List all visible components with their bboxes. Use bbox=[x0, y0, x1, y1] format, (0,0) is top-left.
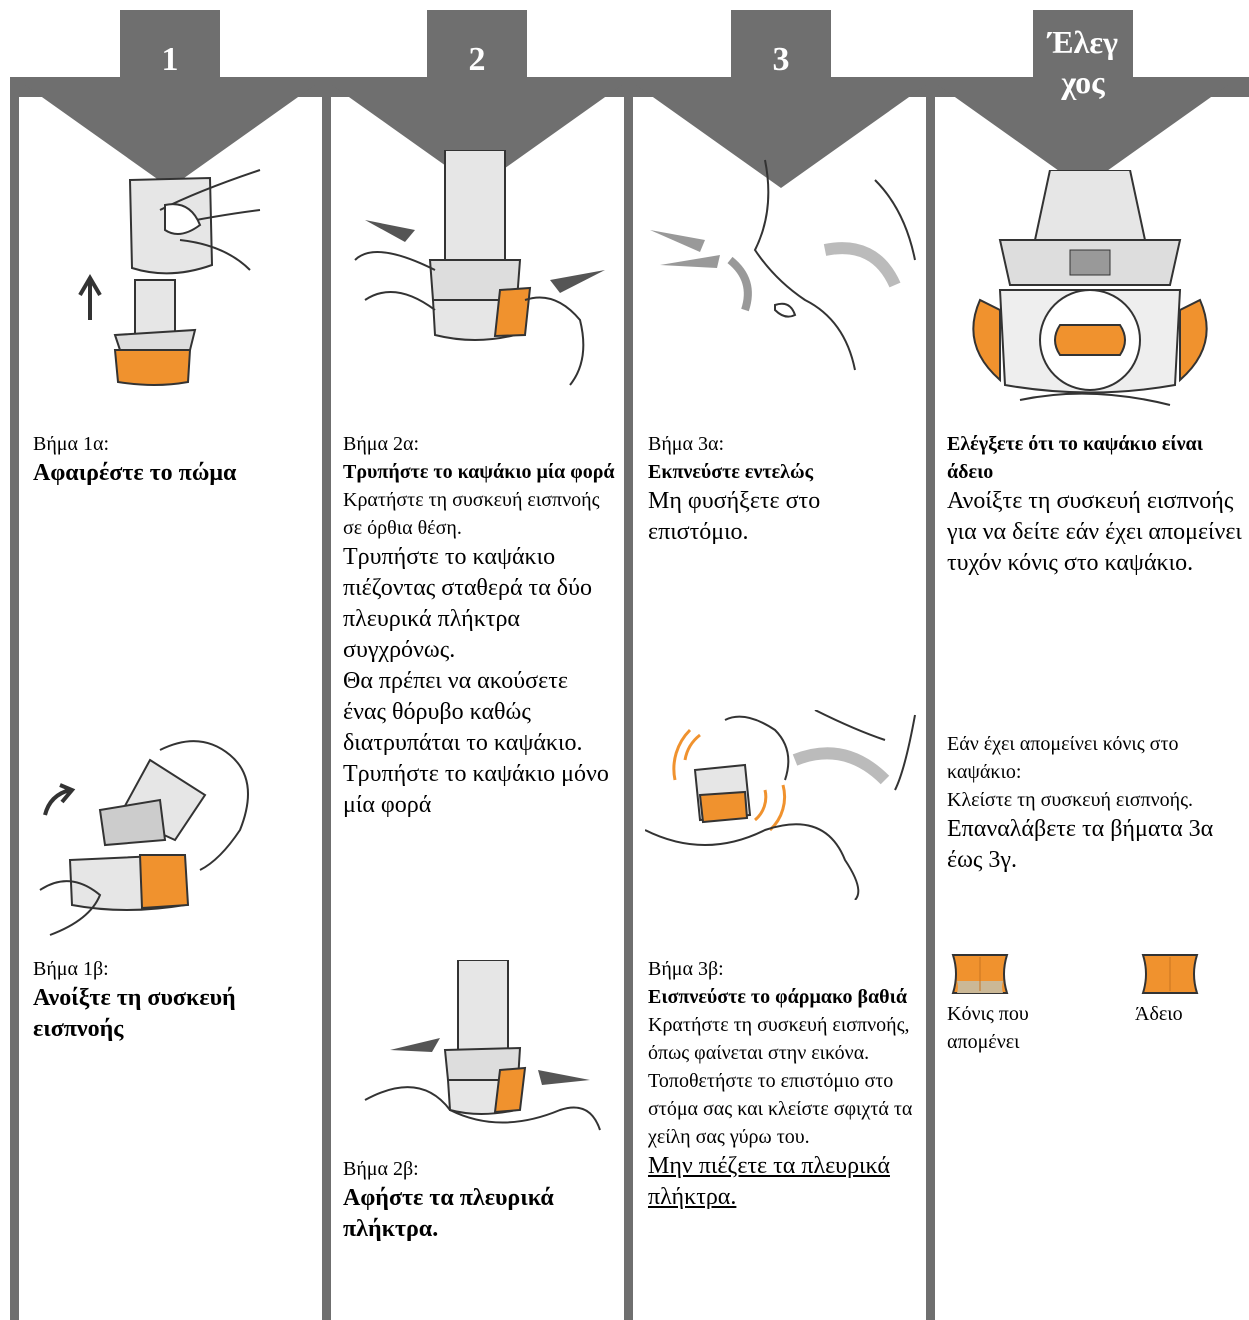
step-label: Βήμα 2β: bbox=[343, 1158, 419, 1180]
step-title: Αφήστε τα πλευρικά πλήκτρα. bbox=[343, 1185, 554, 1242]
step-1a-text: Βήμα 1α: Αφαιρέστε το πώμα bbox=[33, 430, 313, 489]
column-divider bbox=[322, 77, 331, 1320]
step-3b-text: Βήμα 3β: Εισπνεύστε το φάρμακο βαθιά Κρα… bbox=[648, 955, 920, 1213]
step-2b-text: Βήμα 2β: Αφήστε τα πλευρικά πλήκτρα. bbox=[343, 1155, 615, 1245]
step-number: 2 bbox=[468, 41, 486, 78]
instruction: Ανοίξτε τη συσκευή εισπνοής για να δείτε… bbox=[947, 488, 1242, 576]
step-number: 3 bbox=[772, 41, 790, 78]
step-title: Εισπνεύστε το φάρμακο βαθιά bbox=[648, 986, 907, 1008]
step-title: Ανοίξτε τη συσκευή εισπνοής bbox=[33, 985, 236, 1042]
column-divider bbox=[10, 77, 19, 1320]
step-2a-text: Βήμα 2α: Τρυπήστε το καψάκιο μία φορά Κρ… bbox=[343, 430, 615, 821]
instruction: Θα πρέπει να ακούσετε ένας θόρυβο καθώς … bbox=[343, 668, 609, 818]
step-label: Βήμα 2α: bbox=[343, 433, 420, 455]
step-check-label: Έλεγ χος bbox=[1048, 24, 1118, 100]
step-1b-text: Βήμα 1β: Ανοίξτε τη συσκευή εισπνοής bbox=[33, 955, 313, 1045]
step-title: Τρυπήστε το καψάκιο μία φορά bbox=[343, 461, 615, 483]
check-capsule-illustration bbox=[972, 170, 1208, 406]
column-divider bbox=[926, 77, 935, 1320]
instruction: Τοποθετήστε το επιστόμιο στο στόμα σας κ… bbox=[648, 1070, 913, 1148]
check-title: Ελέγξετε ότι το καψάκιο είναι άδειο bbox=[947, 433, 1203, 483]
remove-cap-illustration bbox=[78, 169, 261, 386]
instruction: Κλείστε τη συσκευή εισπνοής. bbox=[947, 789, 1194, 811]
if-remaining-text: Εάν έχει απομείνει κόνις στο καψάκιο: Κλ… bbox=[947, 730, 1247, 876]
step-label: Βήμα 1α: bbox=[33, 433, 110, 455]
instruction: Εάν έχει απομείνει κόνις στο καψάκιο: bbox=[947, 733, 1179, 783]
check-text: Ελέγξετε ότι το καψάκιο είναι άδειο Ανοί… bbox=[947, 430, 1247, 579]
capsule-empty-icon bbox=[1141, 954, 1199, 994]
step-number: 1 bbox=[161, 41, 179, 78]
step-label: Βήμα 3β: bbox=[648, 958, 724, 980]
caption-empty: Άδειο bbox=[1135, 1003, 1183, 1025]
step-title: Αφαιρέστε το πώμα bbox=[33, 460, 237, 486]
capsule-remaining-powder-icon bbox=[951, 954, 1009, 994]
warning: Μην πιέζετε τα πλευρικά πλήκτρα. bbox=[648, 1153, 890, 1210]
instruction: Κρατήστε τη συσκευή εισπνοής, όπως φαίνε… bbox=[648, 1014, 910, 1064]
step-title: Εκπνεύστε εντελώς bbox=[648, 461, 814, 483]
instruction: Τρυπήστε το καψάκιο πιέζοντας σταθερά τα… bbox=[343, 544, 592, 663]
open-inhaler-illustration bbox=[39, 740, 249, 936]
step-label: Βήμα 1β: bbox=[33, 958, 109, 980]
release-buttons-illustration bbox=[364, 960, 601, 1131]
step-arrow-check: Έλεγ χος bbox=[938, 10, 1228, 188]
step-arrow-2: 2 bbox=[332, 10, 622, 188]
pierce-capsule-illustration bbox=[354, 150, 605, 386]
step-label: Βήμα 3α: bbox=[648, 433, 725, 455]
inhale-illustration bbox=[645, 710, 916, 900]
caption-remaining: Κόνις που απομένει bbox=[947, 1003, 1029, 1053]
step-arrow-1: 1 bbox=[25, 10, 315, 188]
instruction: Μη φυσήξετε στο επιστόμιο. bbox=[648, 488, 821, 545]
instruction: Κρατήστε τη συσκευή εισπνοής σε όρθια θέ… bbox=[343, 489, 600, 539]
instruction: Επαναλάβετε τα βήματα 3α έως 3γ. bbox=[947, 816, 1214, 873]
step-3a-text: Βήμα 3α: Εκπνεύστε εντελώς Μη φυσήξετε σ… bbox=[648, 430, 920, 548]
step-arrow-3: 3 bbox=[636, 10, 926, 188]
column-divider bbox=[624, 77, 633, 1320]
exhale-illustration bbox=[650, 159, 916, 371]
